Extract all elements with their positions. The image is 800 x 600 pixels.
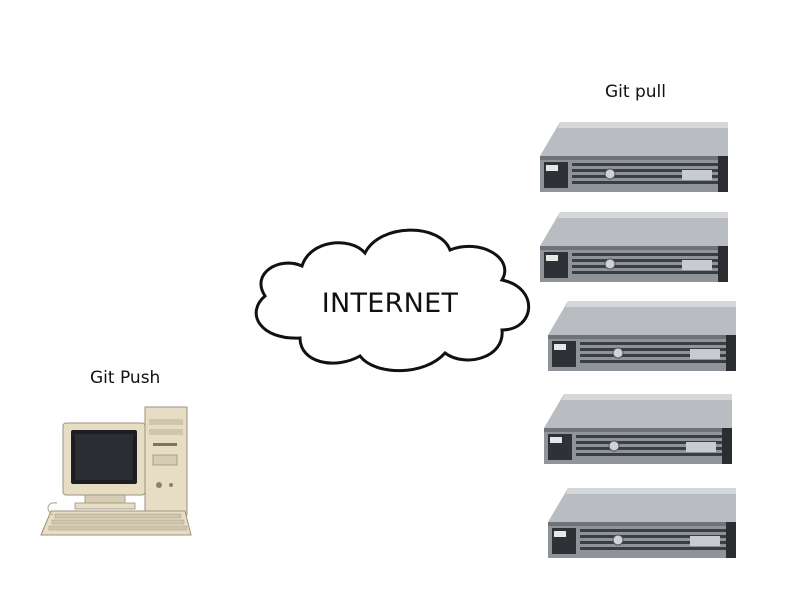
server-2 — [540, 212, 728, 282]
server-1 — [540, 122, 728, 192]
cloud-icon — [254, 228, 531, 373]
server-5 — [548, 488, 736, 558]
git-push-label: Git Push — [90, 368, 161, 388]
internet-label: INTERNET — [321, 288, 459, 319]
desktop-computer-icon — [40, 406, 192, 536]
server-3 — [548, 301, 736, 371]
git-pull-label: Git pull — [605, 82, 666, 102]
server-4 — [544, 394, 732, 464]
